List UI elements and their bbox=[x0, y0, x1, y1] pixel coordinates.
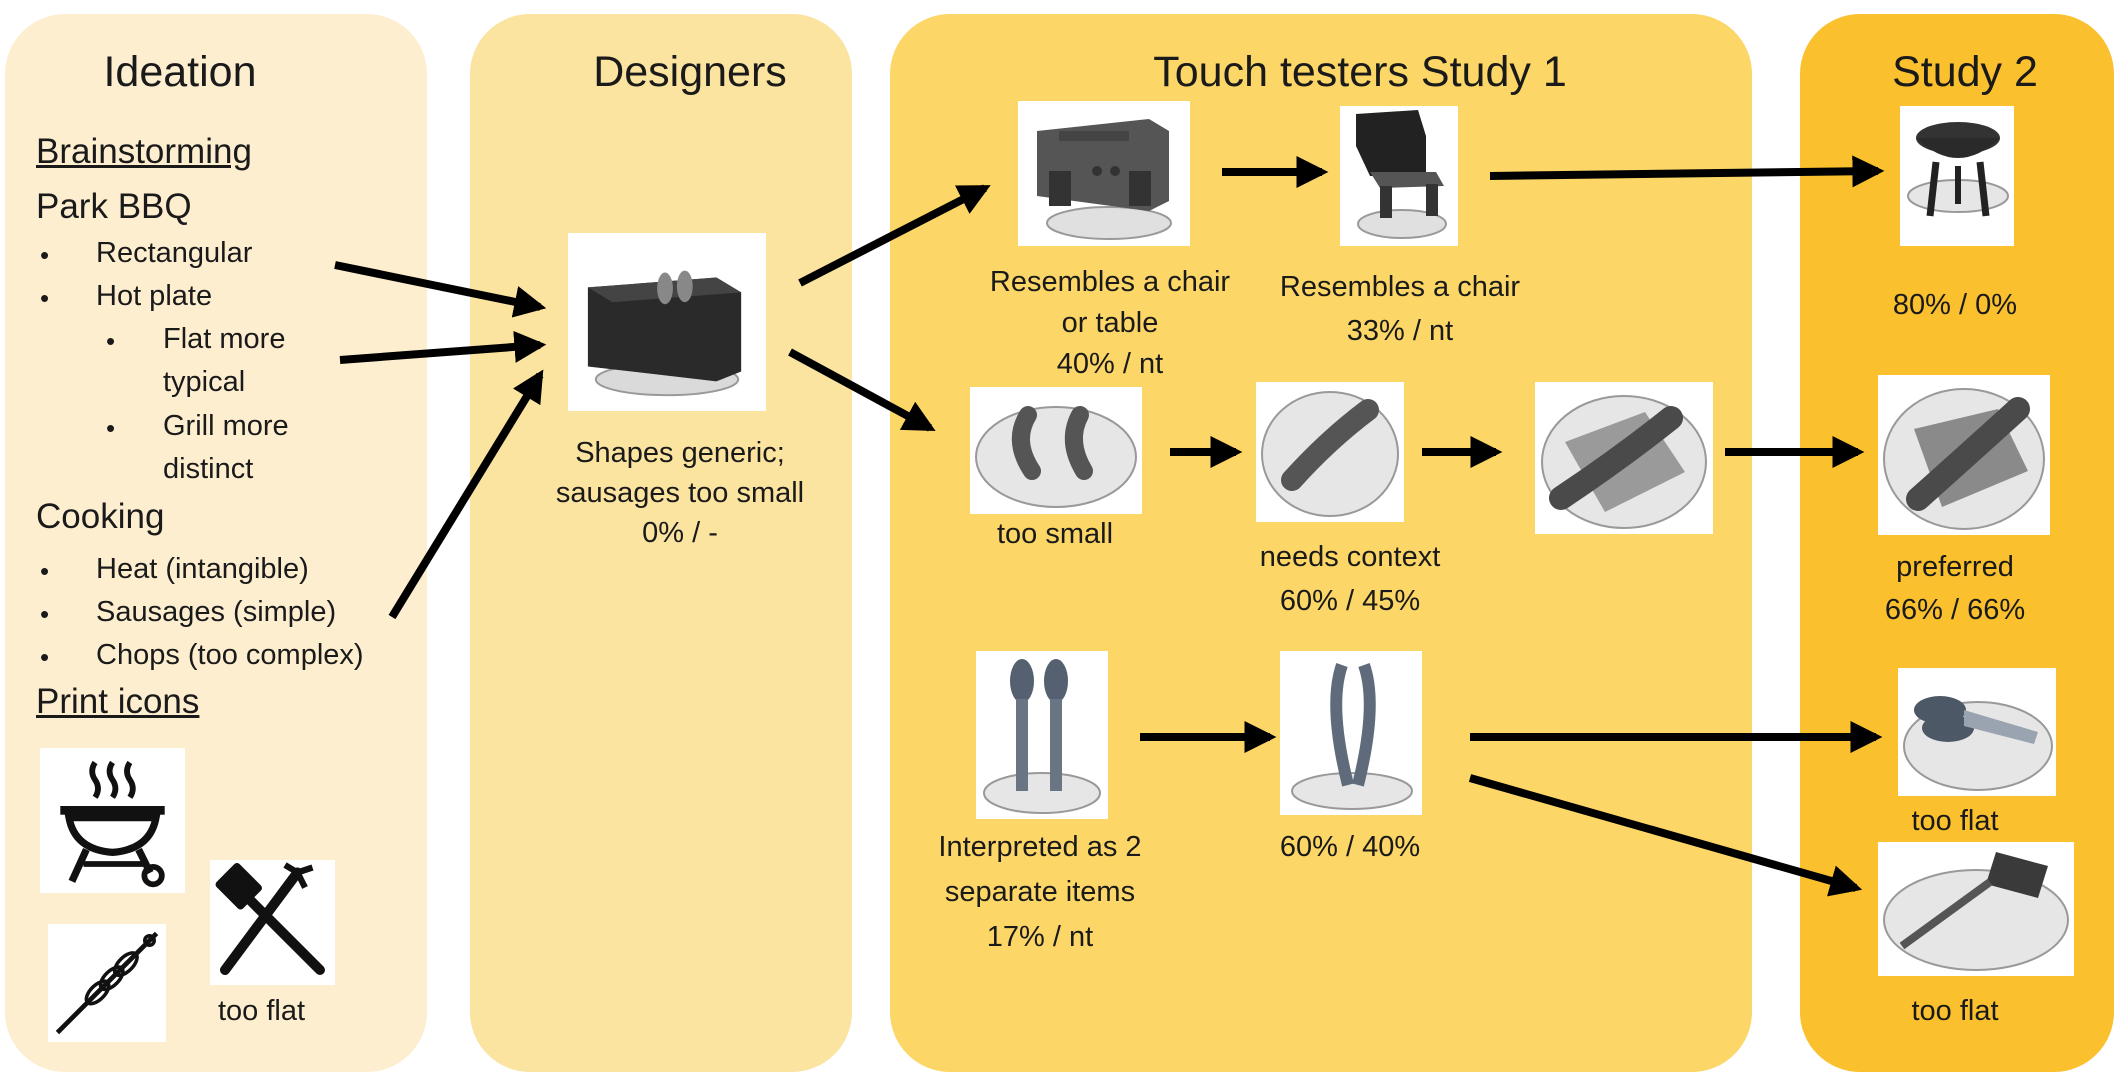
sausage1-caption: too small bbox=[996, 518, 1114, 550]
sausage2-caption-2: 60% / 45% bbox=[1279, 585, 1421, 617]
bbq1-caption-2: or table bbox=[1061, 307, 1159, 339]
grill-item-line1: Grill more bbox=[163, 410, 289, 442]
ideation-title: Ideation bbox=[103, 48, 257, 96]
cooking-heading: Cooking bbox=[36, 497, 165, 536]
flat-item-line1: Flat more bbox=[163, 323, 286, 355]
study2-grill-caption: 80% / 0% bbox=[1892, 289, 2018, 321]
study2-tongs-image bbox=[1898, 668, 2056, 796]
study2-sausage-caption-2: 66% / 66% bbox=[1884, 594, 2026, 626]
bbq-model-2-image bbox=[1340, 106, 1458, 246]
bullet: • bbox=[40, 599, 50, 629]
grill-item-line2: distinct bbox=[163, 453, 254, 485]
tongs1-caption-1: Interpreted as 2 bbox=[938, 831, 1142, 863]
tongs-model-2-image bbox=[1280, 651, 1422, 815]
study2-spatula-image bbox=[1878, 842, 2074, 976]
crossed-spatula-fork-icon bbox=[210, 860, 335, 985]
study2-grill-image bbox=[1900, 106, 2014, 246]
sausage-model-2-image bbox=[1256, 382, 1404, 522]
chops-item: Chops (too complex) bbox=[96, 639, 364, 671]
print-icons-heading: Print icons bbox=[36, 682, 200, 721]
rectangular-item: Rectangular bbox=[96, 237, 253, 269]
flat-item-line2: typical bbox=[163, 366, 246, 398]
brainstorming-heading: Brainstorming bbox=[36, 132, 252, 171]
sausage-toast-model-image bbox=[1535, 382, 1713, 534]
designers-title: Designers bbox=[593, 48, 787, 96]
tongs-model-1-image bbox=[976, 651, 1108, 819]
hot-plate-item: Hot plate bbox=[96, 280, 213, 312]
bullet: • bbox=[106, 413, 116, 443]
sausage-model-1-image bbox=[970, 387, 1142, 514]
tongs1-caption-3: 17% / nt bbox=[986, 921, 1094, 953]
touch-testers-title: Touch testers Study 1 bbox=[1153, 48, 1567, 96]
skewer-icon bbox=[48, 924, 166, 1042]
study2-sausage-caption-1: preferred bbox=[1896, 551, 2014, 583]
bullet: • bbox=[106, 326, 116, 356]
bullet: • bbox=[40, 642, 50, 672]
print-icons-too-flat: too flat bbox=[218, 995, 306, 1027]
tongs2-caption: 60% / 40% bbox=[1279, 831, 1421, 863]
bbq-model-1-image bbox=[1018, 101, 1190, 246]
bbq2-caption-2: 33% / nt bbox=[1346, 315, 1454, 347]
tongs1-caption-2: separate items bbox=[944, 876, 1136, 908]
bullet: • bbox=[40, 556, 50, 586]
bullet: • bbox=[40, 283, 50, 313]
designer-caption-2: sausages too small bbox=[555, 477, 805, 509]
bullet: • bbox=[40, 240, 50, 270]
study2-tongs-caption: too flat bbox=[1911, 805, 1999, 837]
sausage2-caption-1: needs context bbox=[1259, 541, 1441, 573]
designer-caption-3: 0% / - bbox=[642, 517, 718, 549]
designer-caption-1: Shapes generic; bbox=[575, 437, 785, 469]
bbq1-caption-3: 40% / nt bbox=[1056, 348, 1164, 380]
park-bbq-heading: Park BBQ bbox=[36, 187, 192, 226]
bbq-grill-icon bbox=[40, 748, 185, 893]
study2-sausage-image bbox=[1878, 375, 2050, 535]
designer-model-image bbox=[568, 233, 766, 411]
heat-item: Heat (intangible) bbox=[96, 553, 309, 585]
bbq2-caption-1: Resembles a chair bbox=[1279, 271, 1521, 303]
sausages-item: Sausages (simple) bbox=[96, 596, 337, 628]
study2-title: Study 2 bbox=[1892, 48, 2038, 96]
bbq1-caption-1: Resembles a chair bbox=[989, 266, 1231, 298]
study2-spatula-caption: too flat bbox=[1911, 995, 1999, 1027]
